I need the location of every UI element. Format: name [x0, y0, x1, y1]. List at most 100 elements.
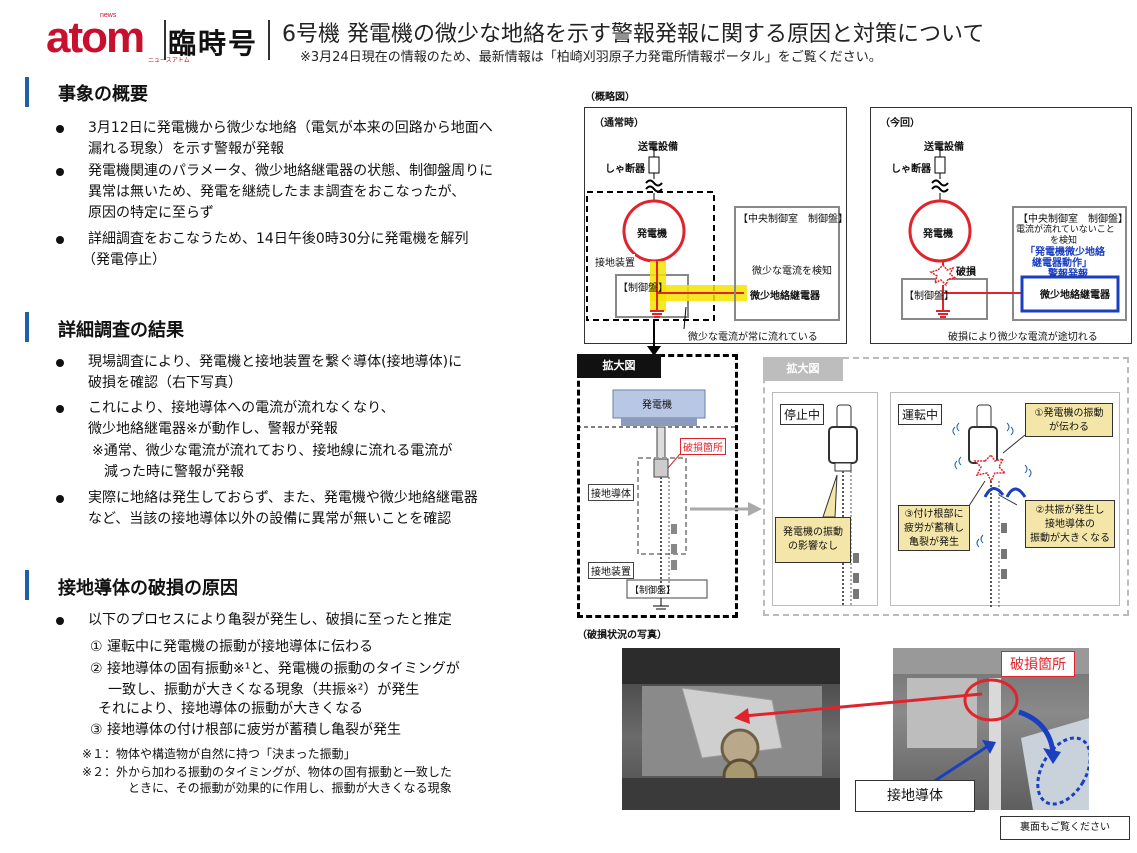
section-marker [25, 570, 29, 600]
photo-label: （破損状況の写真） [577, 630, 667, 641]
cause-step-1: ① 運転中に発電機の振動が接地導体に伝わる [90, 639, 373, 655]
zoom1-generator: 発電機 [642, 400, 672, 411]
callout-1-line-1: ①発電機の振動 [1034, 408, 1104, 419]
cause-step-2: ② 接地導体の固有振動※¹と、発電機の振動のタイミングが [90, 661, 460, 677]
investigation-item-2-line-1: これにより、接地導体への電流が流れなくなり、 [88, 400, 395, 416]
zoom1-damage-spot: 破損箇所 [680, 438, 726, 455]
section-marker [25, 312, 29, 342]
now-panel-tag: 【制御盤】 [904, 291, 954, 302]
cause-footnote-2-cont: ときに、その振動が効果的に作用し、振動が大きくなる現象 [128, 781, 452, 795]
now-damage: 破損 [956, 267, 976, 278]
now-detect-1: 電流が流れていないこと [1016, 225, 1115, 235]
callout-resonance: ②共振が発生し 接地導体の 振動が大きくなる [1025, 500, 1115, 548]
overview-item-2-line-3: 原因の特定に至らず [88, 205, 214, 221]
running-label: 運転中 [898, 404, 943, 425]
investigation-item-2-line-2: 微少地絡継電器※が動作し、警報が発報 [88, 421, 338, 437]
logo-news: news [100, 12, 117, 19]
investigation-item-1-line-1: 現場調査により、発電機と接地装置を繋ぐ導体(接地導体)に [88, 354, 463, 370]
cause-step-2-cont-2: それにより、接地導体の振動が大きくなる [98, 701, 364, 717]
normal-state-panel [584, 107, 847, 344]
callout-2-line-1: ②共振が発生し [1035, 505, 1105, 516]
normal-detect: 微少な電流を検知 [752, 266, 832, 277]
zoom1-grounding: 接地装置 [588, 562, 634, 579]
section-title-overview: 事象の概要 [58, 84, 148, 105]
zoom2-panel [763, 357, 1129, 616]
callout-no-effect-line-2: の影響なし [788, 541, 838, 552]
section-title-cause: 接地導体の破損の原因 [58, 578, 238, 599]
now-breaker: しゃ断器 [891, 164, 931, 175]
callout-3-line-3: 亀裂が発生 [909, 537, 959, 548]
page-title: 6号機 発電機の微少な地絡を示す警報発報に関する原因と対策について [282, 22, 985, 47]
bullet [56, 236, 64, 244]
overview-item-2-line-2: 異常は無いため、発電を継続したまま調査をおこなったが、 [88, 184, 466, 200]
bullet [56, 405, 64, 413]
divider [268, 20, 270, 60]
now-generator: 発電機 [923, 229, 953, 240]
normal-title: （通常時） [594, 118, 644, 129]
callout-crack: ③付け根部に 疲労が蓄積し 亀裂が発生 [898, 505, 970, 551]
now-alarm-2: 継電器動作」 [1032, 258, 1092, 269]
overview-item-3-line-2: （発電停止） [82, 252, 166, 268]
investigation-note-line-1: ※通常、微少な電流が流れており、接地線に流れる電流が [92, 443, 453, 459]
blue-arrow-icon [930, 740, 996, 786]
photo-closeup [622, 648, 840, 810]
bullet [56, 125, 64, 133]
callout-no-effect: 発電機の振動 の影響なし [775, 517, 851, 563]
stopped-box [772, 392, 878, 606]
investigation-item-3-line-2: など、当該の接地導体以外の設備に異常が無いことを確認 [88, 511, 452, 527]
normal-flow-caption: 微少な電流が常に流れている [688, 332, 818, 343]
cause-step-3: ③ 接地導体の付け根部に疲労が蓄積し亀裂が発生 [90, 722, 401, 738]
now-state-graphics [901, 147, 1127, 321]
callout-1-line-2: が伝わる [1049, 422, 1089, 433]
now-alarm-1: 「発電機微少地絡 [1025, 247, 1105, 258]
photo-closeup-drawing [622, 648, 840, 810]
red-arrow-icon [734, 692, 983, 724]
bullet [56, 168, 64, 176]
overview-item-1-line-2: 漏れる現象）を示す警報が発報 [88, 141, 284, 157]
callout-vibration-transfer: ①発電機の振動 が伝わる [1025, 403, 1113, 437]
photo-conductor-label: 接地導体 [855, 780, 975, 812]
now-relay: 微少地絡継電器 [1040, 290, 1110, 301]
down-arrow-icon [647, 320, 661, 356]
header-note: ※3月24日現在の情報のため、最新情報は「柏崎刈羽原子力発電所情報ポータル」をご… [300, 50, 882, 65]
normal-power-line: 送電設備 [638, 142, 678, 153]
now-power-line: 送電設備 [924, 142, 964, 153]
back-page-note: 裏面もご覧ください [1000, 816, 1130, 840]
now-title: （今回） [880, 118, 920, 129]
normal-grounding: 接地装置 [595, 254, 635, 269]
normal-control-room: 【中央制御室 制御盤】 [738, 214, 848, 225]
callout-2-line-2: 接地導体の [1045, 519, 1095, 530]
zoom1-tag: 拡大図 [577, 354, 661, 378]
now-state-panel [870, 107, 1132, 344]
now-flow-caption: 破損により微少な電流が途切れる [948, 332, 1098, 343]
right-arrow-icon [690, 502, 762, 516]
cause-lead: 以下のプロセスにより亀裂が発生し、破損に至ったと推定 [88, 612, 452, 628]
callout-3-line-1: ③付け根部に [904, 509, 964, 520]
bullet [56, 495, 64, 503]
overview-item-1-line-1: 3月12日に発電機から微少な地絡（電気が本来の回路から地面へ [88, 120, 493, 136]
stopped-label: 停止中 [780, 404, 825, 425]
normal-state-graphics [586, 147, 840, 330]
section-marker [25, 77, 29, 107]
callout-2-line-3: 振動が大きくなる [1030, 533, 1110, 544]
normal-breaker: しゃ断器 [605, 164, 645, 175]
investigation-item-3-line-1: 実際に地絡は発生しておらず、また、発電機や微少地絡継電器 [88, 490, 478, 506]
logo-sub: ニュースアトム [148, 57, 190, 64]
cause-footnote-2: ※２：外から加わる振動のタイミングが、物体の固有振動と一致した [82, 765, 452, 779]
normal-generator: 発電機 [637, 229, 667, 240]
investigation-item-1-line-2: 破損を確認（右下写真） [88, 375, 242, 391]
photo-damage-label: 破損箇所 [1001, 651, 1075, 677]
cause-footnote-1: ※１：物体や構造物が自然に持つ「決まった振動」 [82, 747, 356, 761]
zoom1-conductor: 接地導体 [588, 484, 634, 501]
overview-diagram-label: （概略図） [585, 92, 635, 103]
normal-panel-tag: 【制御盤】 [618, 283, 668, 294]
zoom1-panel-tag: 【制御盤】 [630, 586, 676, 596]
overview-item-3-line-1: 詳細調査をおこなうため、14日午後0時30分に発電機を解列 [88, 231, 469, 247]
divider [164, 20, 166, 60]
now-control-room: 【中央制御室 制御盤】 [1018, 214, 1128, 225]
now-alarm-3: 警報発報 [1048, 269, 1088, 280]
zoom2-tag: 拡大図 [763, 357, 843, 381]
section-title-investigation: 詳細調査の結果 [58, 320, 184, 341]
zoom2-graphics [822, 404, 1032, 607]
overview-item-2-line-1: 発電機関連のパラメータ、微少地絡継電器の状態、制御盤周りに [88, 163, 494, 179]
